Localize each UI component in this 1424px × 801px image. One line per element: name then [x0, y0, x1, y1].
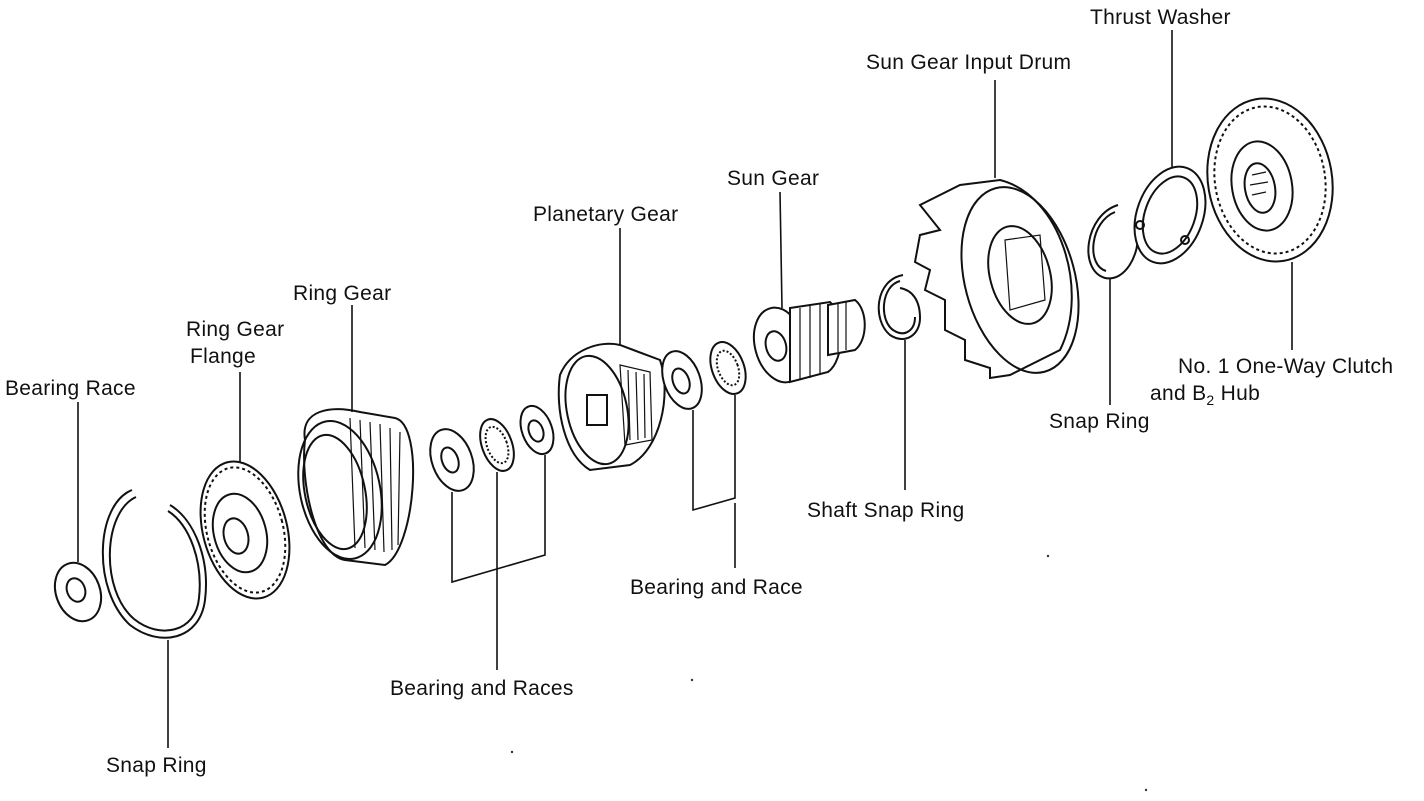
label-ring-gear-flange-2: Flange: [190, 345, 257, 368]
ring-gear-part: [297, 408, 415, 567]
snap-ring-right-part: [1087, 204, 1140, 280]
label-ring-gear: Ring Gear: [293, 282, 392, 305]
bearing-and-races-part: [429, 404, 555, 492]
label-bearing-race: Bearing Race: [5, 377, 136, 400]
label-planetary-gear: Planetary Gear: [533, 203, 679, 226]
label-snap-ring-left: Snap Ring: [106, 754, 207, 777]
planetary-gear-part: [557, 342, 666, 472]
label-one-way-clutch-1: No. 1 One-Way Clutch: [1178, 355, 1394, 378]
ring-gear-flange-part: [199, 460, 291, 600]
label-bearing-and-race: Bearing and Race: [630, 576, 803, 599]
label-snap-ring-right: Snap Ring: [1049, 410, 1150, 433]
snap-ring-left-part: [101, 489, 207, 639]
label-sun-gear: Sun Gear: [727, 167, 820, 190]
label-shaft-snap-ring: Shaft Snap Ring: [807, 499, 965, 522]
one-way-clutch-part: [1206, 97, 1334, 263]
shaft-snap-ring-part: [877, 274, 922, 340]
leader-lines: [77, 30, 1293, 748]
scan-specks: [510, 554, 1148, 792]
label-one-way-clutch-2: and B2 Hub: [1150, 382, 1261, 409]
label-bearing-and-races: Bearing and Races: [390, 677, 574, 700]
label-sun-gear-input-drum: Sun Gear Input Drum: [866, 51, 1072, 74]
thrust-washer-part: [1133, 165, 1207, 265]
sun-gear-part: [752, 298, 866, 384]
bearing-race-part: [53, 561, 103, 623]
sun-gear-input-drum-part: [913, 178, 1080, 380]
label-ring-gear-flange-1: Ring Gear: [186, 318, 285, 341]
label-thrust-washer: Thrust Washer: [1090, 6, 1231, 29]
bearing-and-race-part: [661, 341, 747, 410]
